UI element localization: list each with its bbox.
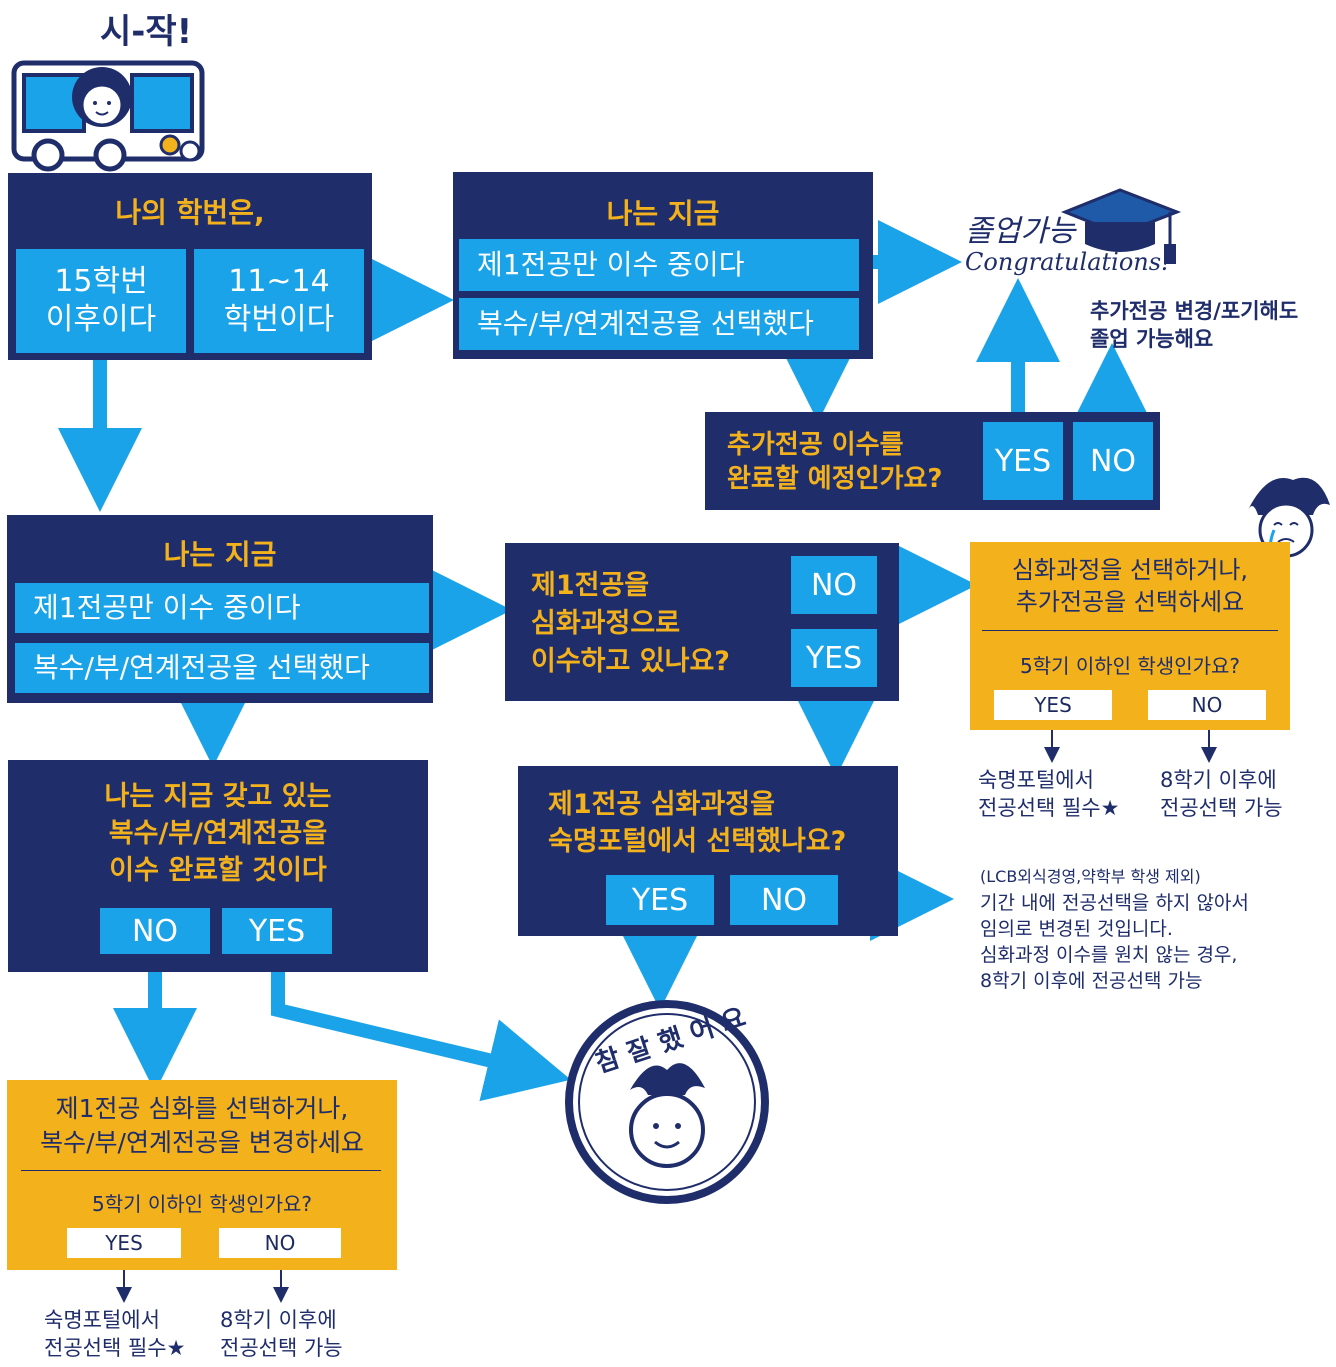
complete-q-line2: 복수/부/연계전공을 [108,818,328,849]
note-right: (LCB외식경영,약학부 학생 제외) 기간 내에 전공선택을 하지 않아서 임… [980,864,1249,994]
ol-no-result-line2: 전공선택 가능 [220,1336,343,1360]
note-right-line5: 8학기 이후에 전공선택 가능 [980,970,1203,992]
complete-q-line3: 이수 완료할 것이다 [109,855,327,886]
additional-no-button[interactable]: NO [1073,422,1153,500]
or-yes-result-line1: 숙명포털에서 [978,768,1094,792]
ol-yes-result-line1: 숙명포털에서 [44,1308,160,1332]
advanced-q-line1: 제1전공을 [531,570,650,601]
graduate-note: 추가전공 변경/포기해도 졸업 가능해요 [1090,297,1298,353]
ol-yes-result-line2: 전공선택 필수★ [44,1336,186,1360]
additional-q-line1: 추가전공 이수를 [727,430,904,460]
note-right-line1: (LCB외식경영,약학부 학생 제외) [980,867,1201,886]
option-double-top[interactable]: 복수/부/연계전공을 선택했다 [459,298,859,350]
portal-q-line1: 제1전공 심화과정을 [548,789,775,820]
start-label: 시-작! [100,12,193,52]
orange-right-no-result: 8학기 이후에 전공선택 가능 [1160,766,1283,822]
orange-box-left: 제1전공 심화를 선택하거나, 복수/부/연계전공을 변경하세요 5학기 이하인… [7,1080,397,1270]
orange-left-divider [21,1170,381,1171]
portal-yes-button[interactable]: YES [606,875,714,925]
or-no-result-line2: 전공선택 가능 [1160,796,1283,820]
box-student-id: 나의 학번은, 15학번 이후이다 11~14 학번이다 [8,173,372,360]
option-15-line2: 이후이다 [45,302,157,337]
orange-right-title-line1: 심화과정을 선택하거나, [1011,556,1249,584]
graduate-subtitle: Congratulations! [965,248,1171,276]
orange-left-title: 제1전공 심화를 선택하거나, 복수/부/연계전공을 변경하세요 [7,1092,397,1160]
orange-left-no[interactable]: NO [219,1228,341,1258]
orange-right-question: 5학기 이하인 학생인가요? [1019,654,1241,678]
complete-question: 나는 지금 갖고 있는 복수/부/연계전공을 이수 완료할 것이다 [8,778,428,889]
orange-right-yes-result: 숙명포털에서 전공선택 필수★ [978,766,1119,822]
box-complete-double: 나는 지금 갖고 있는 복수/부/연계전공을 이수 완료할 것이다 NO YES [8,760,428,972]
orange-left-title-line1: 제1전공 심화를 선택하거나, [55,1094,349,1123]
orange-right-title: 심화과정을 선택하거나, 추가전공을 선택하세요 [970,554,1290,618]
complete-yes-button[interactable]: YES [222,908,332,954]
portal-question: 제1전공 심화과정을 숙명포털에서 선택했나요? [548,786,846,860]
orange-left-yes[interactable]: YES [67,1228,181,1258]
or-yes-result-line2: 전공선택 필수★ [978,796,1120,820]
graduation-cap-icon [1060,188,1182,264]
box-additional-question: 추가전공 이수를 완료할 예정인가요? [727,428,943,496]
advanced-no-button[interactable]: NO [791,556,877,614]
box-current-mid: 나는 지금 제1전공만 이수 중이다 복수/부/연계전공을 선택했다 [7,515,433,703]
advanced-yes-button[interactable]: YES [791,629,877,687]
box-additional-major: 추가전공 이수를 완료할 예정인가요? YES NO [705,412,1160,510]
advanced-q-line2: 심화과정으로 [531,608,681,639]
box-portal-selected: 제1전공 심화과정을 숙명포털에서 선택했나요? YES NO [518,766,898,936]
advanced-q-line3: 이수하고 있나요? [531,646,730,677]
option-major1-only-mid[interactable]: 제1전공만 이수 중이다 [15,583,429,633]
orange-right-divider [982,630,1278,631]
option-11-line2: 학번이다 [223,302,335,337]
orange-box-right: 심화과정을 선택하거나, 추가전공을 선택하세요 5학기 이하인 학생인가요? … [970,542,1290,730]
orange-left-question: 5학기 이하인 학생인가요? [91,1192,313,1216]
graduate-note-line1: 추가전공 변경/포기해도 [1090,299,1299,323]
well-done-stamp-icon [565,1000,769,1204]
box-current-top-title: 나는 지금 [606,197,720,230]
orange-right-yes[interactable]: YES [994,690,1112,720]
note-right-line2: 기간 내에 전공선택을 하지 않아서 [980,892,1249,914]
box-student-id-title: 나의 학번은, [115,196,265,229]
note-right-line3: 임의로 변경된 것입니다. [980,918,1173,940]
or-no-result-line1: 8학기 이후에 [1160,768,1277,792]
bus-icon [11,60,205,172]
option-11-line1: 11~14 [228,264,330,299]
graduate-note-line2: 졸업 가능해요 [1090,327,1214,351]
box-advanced-course: 제1전공을 심화과정으로 이수하고 있나요? NO YES [505,543,899,701]
option-11-14[interactable]: 11~14 학번이다 [194,249,364,353]
option-double-mid[interactable]: 복수/부/연계전공을 선택했다 [15,643,429,693]
advanced-question: 제1전공을 심화과정으로 이수하고 있나요? [531,567,730,681]
additional-q-line2: 완료할 예정인가요? [727,464,943,494]
additional-yes-button[interactable]: YES [983,422,1063,500]
orange-right-title-line2: 추가전공을 선택하세요 [1015,588,1245,616]
complete-no-button[interactable]: NO [100,908,210,954]
orange-left-title-line2: 복수/부/연계전공을 변경하세요 [40,1128,364,1157]
complete-q-line1: 나는 지금 갖고 있는 [104,781,332,812]
option-15-line1: 15학번 [54,264,148,299]
portal-no-button[interactable]: NO [730,875,838,925]
option-15-after[interactable]: 15학번 이후이다 [16,249,186,353]
box-current-mid-title: 나는 지금 [163,538,277,571]
orange-left-no-result: 8학기 이후에 전공선택 가능 [220,1306,343,1362]
portal-q-line2: 숙명포털에서 선택했나요? [548,826,847,857]
note-right-line4: 심화과정 이수를 원치 않는 경우, [980,944,1238,966]
orange-left-yes-result: 숙명포털에서 전공선택 필수★ [44,1306,185,1362]
option-major1-only-top[interactable]: 제1전공만 이수 중이다 [459,239,859,291]
orange-right-no[interactable]: NO [1148,690,1266,720]
ol-no-result-line1: 8학기 이후에 [220,1308,337,1332]
graduate-title: 졸업가능 [965,214,1076,249]
box-current-top: 나는 지금 제1전공만 이수 중이다 복수/부/연계전공을 선택했다 [453,172,873,359]
